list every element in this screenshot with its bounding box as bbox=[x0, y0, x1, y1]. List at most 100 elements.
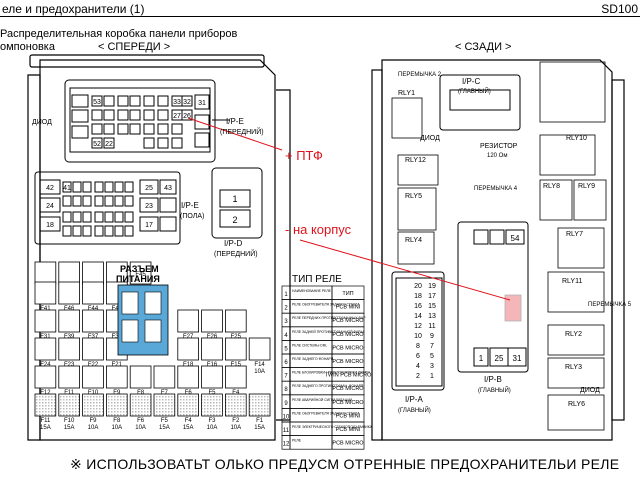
fuse-label: F7 bbox=[161, 390, 169, 396]
svg-text:8: 8 bbox=[284, 387, 288, 393]
svg-text:(ПЕРЕДНИЙ): (ПЕРЕДНИЙ) bbox=[220, 127, 264, 136]
fuse-label: F3 bbox=[208, 418, 216, 424]
fuse-label: F1 bbox=[256, 418, 264, 424]
fuse-label: F9 bbox=[89, 418, 97, 424]
subtitle-line1: Распределительная коробка панели приборо… bbox=[0, 28, 238, 40]
svg-text:RLY7: RLY7 bbox=[566, 231, 583, 238]
svg-text:RLY8: RLY8 bbox=[543, 183, 560, 190]
svg-text:РЕЛЕ ЭЛЕКТРИЧЕСКОГО СТЕКЛОПОДЪ: РЕЛЕ ЭЛЕКТРИЧЕСКОГО СТЕКЛОПОДЪЕМНИКА bbox=[292, 425, 373, 429]
fuse-rating: 10A bbox=[88, 425, 99, 431]
ptf-annotation: + ПТФ bbox=[285, 148, 323, 163]
svg-text:RLY3: RLY3 bbox=[565, 364, 582, 371]
svg-text:I/P-B: I/P-B bbox=[484, 375, 502, 384]
ground-line bbox=[299, 239, 511, 301]
svg-text:PCB MINI: PCB MINI bbox=[336, 413, 361, 419]
ipa-connector bbox=[391, 271, 445, 391]
ipa-pin-number: 20 bbox=[414, 283, 422, 290]
svg-text:РЕЛЕ АВАРИЙНОЙ СИГНАЛИЗАЦИИ: РЕЛЕ АВАРИЙНОЙ СИГНАЛИЗАЦИИ bbox=[292, 398, 353, 402]
svg-text:РЕЛЕ ЗАДНЕГО ПРОТИВОТУМАН. ФОН: РЕЛЕ ЗАДНЕГО ПРОТИВОТУМАН. ФОНАРЯ bbox=[292, 384, 364, 388]
fuse-label: F6 bbox=[185, 390, 193, 396]
header-bar: еле и предохранители (1) SD100 bbox=[0, 0, 640, 17]
svg-text:43: 43 bbox=[164, 185, 172, 192]
fuse-label: F16 bbox=[207, 362, 218, 368]
svg-text:РАЗЪЕМ: РАЗЪЕМ bbox=[120, 264, 159, 274]
svg-text:31: 31 bbox=[198, 100, 206, 107]
fuse-label: F45 bbox=[135, 272, 146, 278]
relay-table-title: ТИП РЕЛЕ bbox=[292, 274, 342, 285]
fuse-rating: 10A bbox=[207, 425, 218, 431]
svg-text:11: 11 bbox=[283, 428, 290, 434]
ptf-line bbox=[187, 117, 283, 151]
svg-text:PCB MICRO: PCB MICRO bbox=[332, 332, 364, 338]
ipe-front-connector bbox=[64, 79, 230, 163]
svg-text:32: 32 bbox=[183, 99, 191, 106]
fuse-label: F23 bbox=[64, 362, 75, 368]
ipa-pin-number: 17 bbox=[428, 293, 436, 300]
svg-text:RLY1: RLY1 bbox=[398, 90, 415, 97]
fuse-rating: 15A bbox=[183, 425, 194, 431]
svg-text:PCB MICRO: PCB MICRO bbox=[332, 318, 364, 324]
svg-text:18: 18 bbox=[46, 222, 54, 229]
ipa-pin-number: 19 bbox=[428, 283, 436, 290]
ipa-pin-number: 1 bbox=[430, 373, 434, 380]
svg-text:НАИМЕНОВАНИЕ РЕЛЕ: НАИМЕНОВАНИЕ РЕЛЕ bbox=[292, 289, 332, 293]
svg-text:4: 4 bbox=[284, 333, 288, 339]
fuse-label: F15 bbox=[231, 362, 242, 368]
ipe-floor-connector bbox=[34, 171, 181, 245]
fuse-rating: 15A bbox=[64, 425, 75, 431]
svg-text:PCB MINI: PCB MINI bbox=[336, 305, 361, 311]
ipa-pin-number: 11 bbox=[428, 323, 435, 330]
svg-text:I/P-A: I/P-A bbox=[405, 395, 423, 404]
svg-text:ПЕРЕМЫЧКА 4: ПЕРЕМЫЧКА 4 bbox=[474, 186, 518, 192]
fuse-label: F26 bbox=[207, 334, 218, 340]
svg-text:РЕЛЕ ОБОГРЕВАТЕЛЯ ЗАДНЕГО СТЕК: РЕЛЕ ОБОГРЕВАТЕЛЯ ЗАДНЕГО СТЕКЛА bbox=[292, 303, 360, 307]
svg-text:52: 52 bbox=[93, 141, 101, 148]
fuse-label: F11 bbox=[64, 390, 75, 396]
svg-text:I/P-E: I/P-E bbox=[226, 117, 244, 126]
ipa-pin-number: 2 bbox=[416, 373, 420, 380]
svg-text:42: 42 bbox=[46, 185, 54, 192]
svg-text:PCB MICRO: PCB MICRO bbox=[332, 345, 364, 351]
fuse-slot bbox=[34, 261, 57, 285]
svg-text:120 Ом: 120 Ом bbox=[487, 153, 507, 159]
svg-text:RLY5: RLY5 bbox=[405, 193, 422, 200]
fuse-label: F44 bbox=[88, 306, 99, 312]
fuse-label: F24 bbox=[40, 362, 51, 368]
rear-relays bbox=[391, 61, 607, 431]
ipa-pin-number: 18 bbox=[414, 293, 422, 300]
svg-text:ПЕРЕМЫЧКА 5: ПЕРЕМЫЧКА 5 bbox=[588, 302, 632, 308]
ipa-pin-number: 6 bbox=[416, 353, 420, 360]
svg-text:ПИТАНИЯ: ПИТАНИЯ bbox=[116, 274, 160, 284]
ipa-pin-number: 8 bbox=[416, 343, 420, 350]
ipa-pin-number: 15 bbox=[428, 303, 436, 310]
svg-text:I/P-C: I/P-C bbox=[462, 77, 480, 86]
svg-text:I/P-D: I/P-D bbox=[224, 239, 242, 248]
svg-text:РЕЛЕ ОБОГРЕВАТЕЛЯ ЗАДНЕГО СТЕК: РЕЛЕ ОБОГРЕВАТЕЛЯ ЗАДНЕГО СТЕКЛА bbox=[292, 411, 360, 415]
ipa-pin-number: 14 bbox=[414, 313, 422, 320]
svg-text:РЕЛЕ: РЕЛЕ bbox=[292, 439, 302, 443]
fuse-rating: 10A bbox=[135, 425, 146, 431]
svg-text:РЕЛЕ ЗАДНЕЙ ПРОТИВОТУМАННОЙ ФА: РЕЛЕ ЗАДНЕЙ ПРОТИВОТУМАННОЙ ФАРЫ bbox=[292, 330, 364, 334]
svg-text:1: 1 bbox=[232, 194, 237, 204]
fuse-label: F18 bbox=[183, 362, 194, 368]
fuse-rating: 10A bbox=[254, 369, 265, 375]
svg-text:RLY10: RLY10 bbox=[566, 135, 587, 142]
fuse-rating: 15A bbox=[254, 425, 265, 431]
fuse-label: F10 bbox=[64, 418, 75, 424]
svg-text:25: 25 bbox=[495, 354, 504, 363]
svg-text:26: 26 bbox=[183, 113, 191, 120]
fuse-label: F25 bbox=[231, 334, 242, 340]
svg-text:53: 53 bbox=[93, 99, 101, 106]
svg-text:5: 5 bbox=[284, 346, 288, 352]
